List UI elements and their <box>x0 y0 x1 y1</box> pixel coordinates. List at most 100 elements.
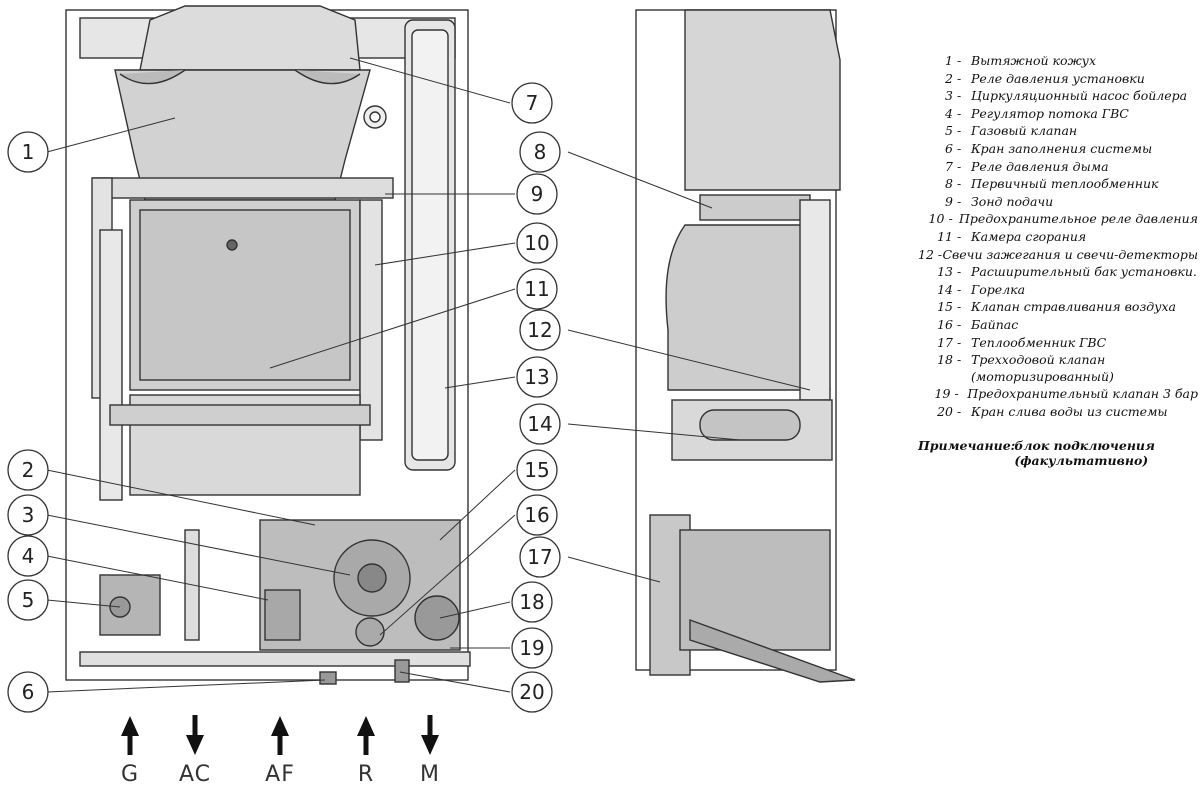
callout-circle <box>7 131 49 173</box>
callout-number: 17 <box>527 545 552 569</box>
legend-row: 16-Байпас <box>918 316 1198 334</box>
legend-dash: - <box>957 105 962 121</box>
legend-text: Расширительный бак установки. <box>971 264 1197 280</box>
expansion-tank-inner <box>411 29 449 461</box>
chamber-inner <box>139 209 351 381</box>
chamber-viewport <box>226 239 238 251</box>
connection-label: G <box>120 762 140 787</box>
callout-number: 20 <box>519 680 544 704</box>
callout-number: 5 <box>22 588 35 612</box>
legend-dash: - <box>937 246 943 262</box>
callout-20: 20 <box>511 671 553 713</box>
legend-row: 11-Камера сгорания <box>918 228 1198 246</box>
leader-15 <box>439 469 516 541</box>
callout-17: 17 <box>519 536 561 578</box>
callout-15: 15 <box>516 449 558 491</box>
callout-number: 4 <box>22 544 35 568</box>
callout-number: 19 <box>519 636 544 660</box>
legend-text: Реле давления установки <box>971 70 1145 86</box>
drain-tap <box>394 659 410 683</box>
callout-circle <box>516 494 558 536</box>
legend-text: Кран слива воды из системы <box>971 403 1168 419</box>
pipe-left-lower <box>99 229 123 501</box>
leader-12 <box>567 329 811 391</box>
callout-circle <box>516 449 558 491</box>
legend-dash: - <box>957 281 962 297</box>
legend-text: Зонд подачи <box>971 193 1054 209</box>
leader-6 <box>46 679 326 693</box>
legend-dash: - <box>957 158 962 174</box>
pump-rotor <box>357 563 387 593</box>
hood-lip-right <box>294 69 361 85</box>
callout-5: 5 <box>7 579 49 621</box>
legend-row: 1-Вытяжной кожух <box>918 52 1198 70</box>
legend-text: Байпас <box>971 316 1019 332</box>
legend-number: 2 <box>945 70 953 86</box>
callout-10: 10 <box>516 222 558 264</box>
callout-14: 14 <box>519 403 561 445</box>
arrow-ac <box>186 715 204 755</box>
callout-number: 18 <box>519 590 544 614</box>
side-bracket <box>689 619 856 683</box>
callout-19: 19 <box>511 627 553 669</box>
leader-17 <box>567 556 661 583</box>
legend-number: 9 <box>945 193 953 209</box>
callout-number: 15 <box>524 458 549 482</box>
legend-text: Реле давления дыма <box>971 158 1109 174</box>
arrow-up-icon <box>357 716 375 736</box>
legend-number: 18 <box>937 352 953 368</box>
legend-dash: - <box>957 352 962 368</box>
note-text-line1: блок подключения <box>1014 438 1155 453</box>
bottom-plate <box>79 651 471 667</box>
legend-text: Предохранительное реле давления <box>959 211 1198 227</box>
legend-number: 16 <box>937 316 953 332</box>
leader-14 <box>567 423 741 441</box>
leader-1 <box>46 117 176 153</box>
legend-text: Камера сгорания <box>971 228 1087 244</box>
legend-row: 20-Кран слива воды из системы <box>918 403 1198 421</box>
front-view <box>65 5 471 685</box>
callout-number: 3 <box>22 503 35 527</box>
leader-20 <box>399 671 511 693</box>
hood-port-inner <box>369 111 381 123</box>
callout-1: 1 <box>7 131 49 173</box>
callout-circle <box>511 671 553 713</box>
callout-13: 13 <box>516 356 558 398</box>
callout-11: 11 <box>516 268 558 310</box>
legend-number: 14 <box>937 281 953 297</box>
legend-text: Циркуляционный насос бойлера <box>971 88 1188 104</box>
legend-text: Вытяжной кожух <box>971 53 1096 68</box>
legend-row: 19-Предохранительный клапан 3 бар <box>918 385 1198 403</box>
arrow-down-icon <box>421 735 439 755</box>
callout-number: 8 <box>534 140 547 164</box>
callout-circle <box>511 627 553 669</box>
leader-lines <box>46 57 811 693</box>
leader-10 <box>374 242 516 266</box>
callout-circle <box>519 536 561 578</box>
callout-12: 12 <box>519 309 561 351</box>
legend-row: 3-Циркуляционный насос бойлера <box>918 87 1198 105</box>
arrow-m <box>421 715 439 755</box>
legend-row: 5-Газовый клапан <box>918 122 1198 140</box>
callout-circle <box>516 268 558 310</box>
callout-circle <box>519 309 561 351</box>
arrow-af <box>271 716 289 755</box>
legend-row: 18-Трехходовой клапан (моторизированный) <box>918 351 1198 385</box>
callout-circle <box>7 579 49 621</box>
note: Примечание: блок подключения (факультати… <box>918 438 1155 468</box>
callout-16: 16 <box>516 494 558 536</box>
connection-label: AF <box>265 762 295 787</box>
legend-number: 12 <box>918 246 934 262</box>
legend-row: 9-Зонд подачи <box>918 193 1198 211</box>
callout-circle <box>516 222 558 264</box>
side-exchanger-top <box>699 194 811 221</box>
legend-text: Газовый клапан <box>971 123 1078 139</box>
callout-2: 2 <box>7 449 49 491</box>
legend-number: 6 <box>945 140 953 156</box>
legend-number: 13 <box>937 264 953 280</box>
leader-13 <box>444 376 516 389</box>
legend-text: Свечи зажегания и свечи-детекторы <box>942 246 1198 262</box>
legend-dash: - <box>957 176 962 192</box>
